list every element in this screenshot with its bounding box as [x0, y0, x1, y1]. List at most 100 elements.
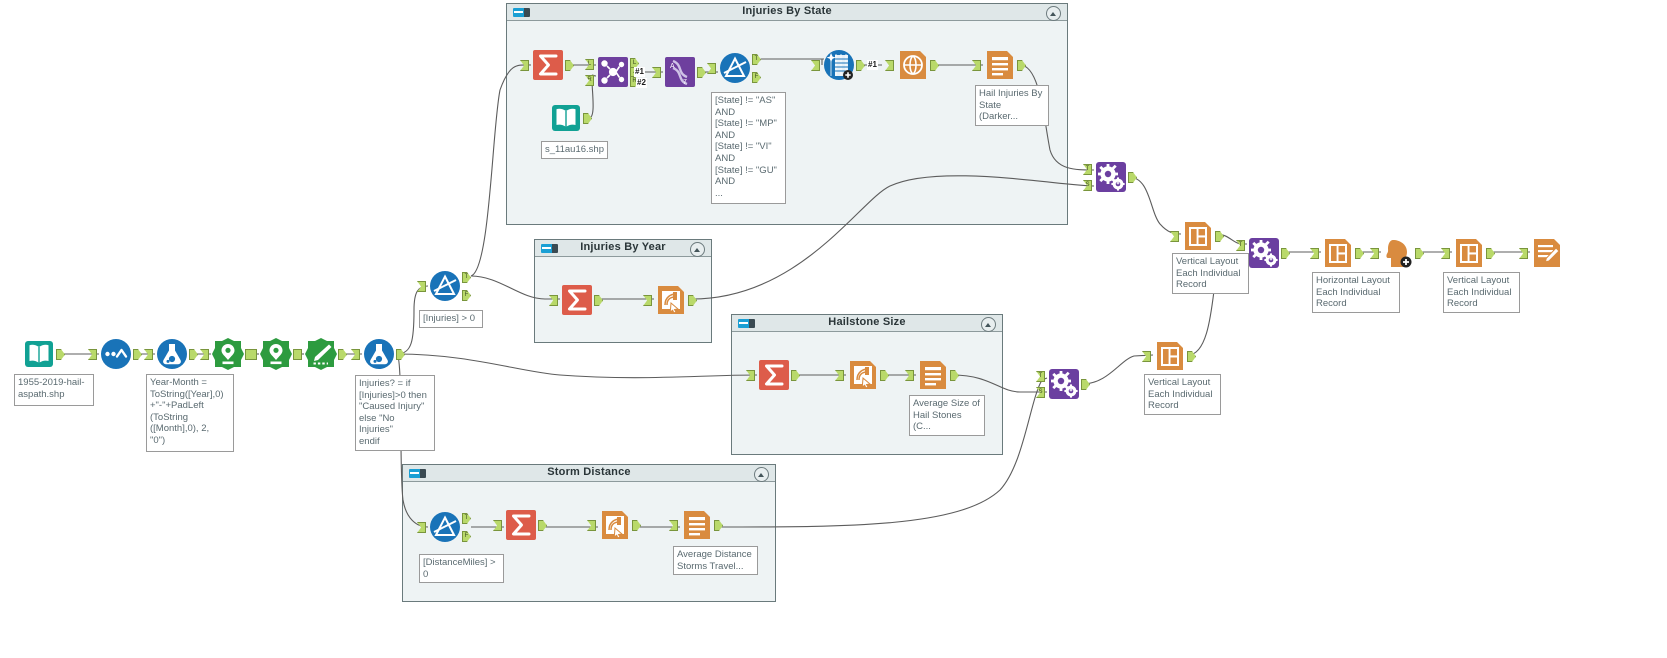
summarize-tool-year[interactable] [549, 283, 603, 317]
output-port[interactable] [1128, 172, 1137, 183]
collapse-icon[interactable] [1046, 6, 1061, 21]
summarize-tool-dist[interactable] [493, 508, 547, 542]
output-port-f[interactable]: F [462, 290, 471, 301]
output-port-f[interactable]: F [462, 531, 471, 542]
input-port[interactable] [1170, 231, 1179, 242]
output-port[interactable] [565, 60, 574, 71]
report-text-tool-hail[interactable] [905, 358, 959, 392]
output-port[interactable] [1017, 60, 1026, 71]
input-port-s[interactable]: S [1083, 180, 1092, 191]
input-port[interactable] [1142, 351, 1151, 362]
input-port[interactable] [144, 349, 153, 360]
output-port-t[interactable]: T [462, 272, 471, 283]
container-title: Hailstone Size [828, 316, 906, 328]
vertical-layout-tool-1[interactable] [1170, 219, 1224, 253]
output-port[interactable] [1187, 351, 1196, 362]
container-header[interactable]: Storm Distance [403, 465, 775, 482]
input-data-tool-shape[interactable] [549, 101, 592, 135]
output-port[interactable] [594, 295, 603, 306]
output-port[interactable] [950, 370, 959, 381]
select-records-tool[interactable] [88, 337, 142, 371]
charting-tool-year[interactable] [643, 283, 697, 317]
formula-tool-injuries[interactable] [351, 337, 405, 371]
output-port-f[interactable]: F [752, 72, 761, 83]
output-port[interactable] [1281, 248, 1290, 259]
filter-icon [428, 510, 462, 544]
collapse-icon[interactable] [981, 317, 996, 332]
formula-tool[interactable] [144, 337, 198, 371]
output-port[interactable] [189, 349, 198, 360]
spatial-tool-a[interactable] [200, 337, 254, 371]
overlay-tool[interactable] [1370, 236, 1424, 270]
input-port[interactable] [417, 281, 426, 292]
collapse-icon[interactable] [754, 467, 769, 482]
vertical-layout-tool-2[interactable] [1142, 339, 1196, 373]
container-header[interactable]: Injuries By State [507, 4, 1067, 21]
input-port[interactable] [1441, 248, 1450, 259]
annotation-input-shp: s_11au16.shp [541, 141, 608, 159]
input-port[interactable] [1370, 248, 1379, 259]
output-port[interactable] [133, 349, 142, 360]
output-port[interactable] [583, 113, 592, 124]
output-port[interactable] [930, 60, 939, 71]
output-port[interactable] [791, 370, 800, 381]
output-port[interactable] [1215, 231, 1224, 242]
spatial-pen-icon [304, 337, 338, 371]
output-port[interactable] [1415, 248, 1424, 259]
output-port[interactable] [1355, 248, 1364, 259]
spatial-tool-b[interactable] [248, 337, 302, 371]
annotation-year-month: Year-Month = ToString([Year],0) +"-"+Pad… [146, 374, 234, 452]
horizontal-layout-icon [1321, 236, 1355, 270]
layout-tool-c[interactable]: TS [1236, 236, 1290, 270]
input-data-tool[interactable] [22, 337, 65, 371]
horizontal-layout-tool[interactable] [1310, 236, 1364, 270]
charting-tool-hail[interactable] [835, 358, 889, 392]
input-port[interactable] [200, 349, 209, 360]
render-tool[interactable] [1519, 236, 1564, 270]
spatial-match-tool[interactable] [293, 337, 347, 371]
annotation-filter-dist: [DistanceMiles] > 0 [419, 554, 504, 584]
output-port[interactable] [538, 520, 547, 531]
input-port-t[interactable]: T [1083, 164, 1092, 175]
output-port-t[interactable]: T [462, 513, 471, 524]
output-port[interactable] [688, 295, 697, 306]
output-port[interactable] [56, 349, 65, 360]
output-port[interactable] [880, 370, 889, 381]
summarize-tool-hail[interactable] [746, 358, 800, 392]
join-tool[interactable]: LRLJR [585, 55, 639, 89]
input-port[interactable] [1310, 248, 1319, 259]
output-port[interactable] [714, 520, 723, 531]
charting-tool-dist[interactable] [587, 508, 641, 542]
report-text-tool-dist[interactable] [669, 508, 723, 542]
container-header[interactable]: Injuries By Year [535, 240, 711, 257]
output-port[interactable] [697, 67, 706, 78]
output-port[interactable] [856, 60, 865, 71]
thematic-map-tool[interactable] [811, 48, 865, 82]
output-port[interactable] [1486, 248, 1495, 259]
output-port[interactable] [338, 349, 347, 360]
report-text-tool[interactable] [972, 48, 1026, 82]
output-port[interactable] [632, 520, 641, 531]
input-port[interactable] [88, 349, 97, 360]
summarize-tool-state[interactable] [520, 48, 574, 82]
input-port[interactable] [351, 349, 360, 360]
input-port-s[interactable]: S [1036, 387, 1045, 398]
output-port-t[interactable]: T [752, 54, 761, 65]
collapse-icon[interactable] [690, 242, 705, 257]
input-port-t[interactable]: T [1036, 371, 1045, 382]
vertical-layout-tool-3[interactable] [1441, 236, 1495, 270]
report-map-tool[interactable] [885, 48, 939, 82]
output-port[interactable] [396, 349, 405, 360]
output-port[interactable] [1081, 379, 1090, 390]
input-port-t[interactable]: T [1236, 240, 1245, 251]
container-header[interactable]: Hailstone Size [732, 315, 1002, 332]
input-port[interactable] [1519, 248, 1528, 259]
